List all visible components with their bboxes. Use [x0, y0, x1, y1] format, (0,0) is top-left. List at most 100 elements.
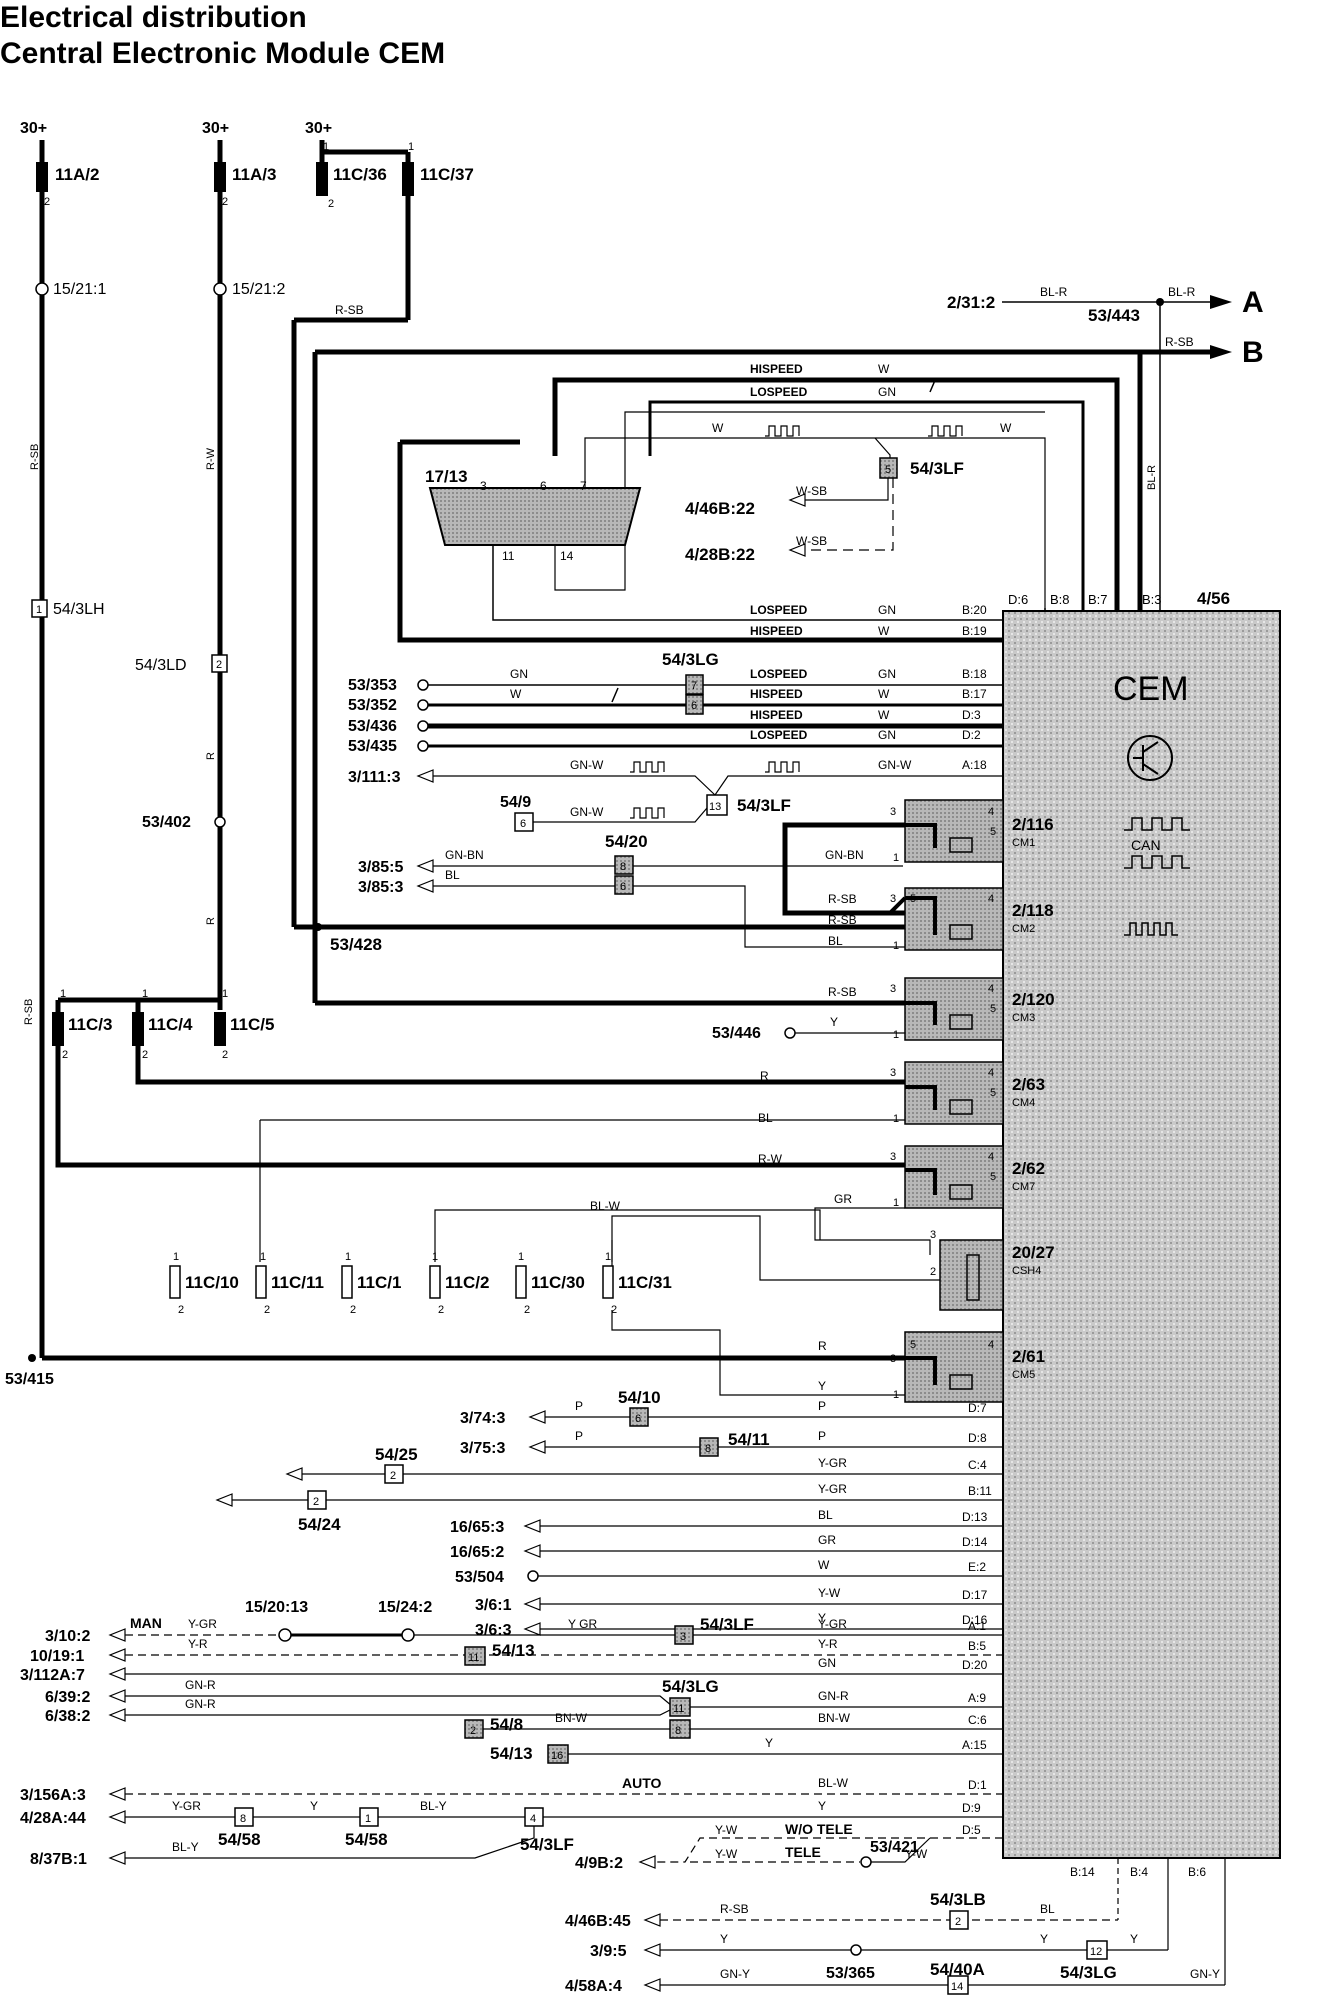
row-d2: 53/435 LOSPEED GN D:2 — [348, 728, 1003, 755]
bus-1-left: 4/46B:45 — [565, 1913, 631, 1930]
row-d16-left: 3/6:3 — [475, 1622, 512, 1639]
obd-pin-11: 11 — [502, 549, 515, 563]
row-a1-splice2: 15/24:2 — [378, 1599, 432, 1616]
row-5420: 54/20 3/85:5 GN-BN 8 GN-BN 3/85:3 BL 6 — [358, 832, 905, 948]
row-d9-relay1: 54/58 — [218, 1830, 261, 1849]
row-c4-relaypin: 2 — [390, 1470, 396, 1482]
cm-2-118-pin3: 3 — [890, 893, 896, 905]
row-d5-pin: D:5 — [962, 1823, 981, 1837]
svg-text:1: 1 — [222, 988, 228, 1000]
cm-2-62-sub: CM7 — [1012, 1181, 1035, 1193]
row-b11-pin: B:11 — [968, 1484, 992, 1498]
row-b18-pin: B:18 — [962, 667, 987, 681]
row-d9-relay2pin: 1 — [365, 1813, 371, 1825]
svg-text:1: 1 — [518, 1251, 524, 1263]
cm-2-63-id: 2/63 — [1012, 1075, 1045, 1094]
obd-pin-6: 6 — [540, 479, 547, 493]
row-a9-relaypin: 11 — [673, 1703, 684, 1715]
row-5420-out2-wire: BL — [445, 868, 460, 882]
cm-2-61-ground: 53/415 — [5, 1371, 54, 1388]
cm-2-120-pin1: 1 — [893, 1029, 899, 1041]
row-a1-splice1: 15/20:13 — [245, 1599, 308, 1616]
obd-out-1-wire: W-SB — [796, 484, 827, 498]
output-b: R-SB B R-SB — [312, 335, 1264, 1006]
row-b11-wire: Y-GR — [818, 1482, 847, 1496]
svg-text:1: 1 — [345, 1251, 351, 1263]
fuses-11c-row: 1 1 1 11C/3 11C/4 11C/5 2 2 2 — [52, 988, 905, 1262]
cem-pin-b7: B:7 — [1088, 592, 1108, 607]
row-b17-color: W — [878, 687, 890, 701]
fuse-11c-1: 11C/1 — [357, 1273, 401, 1292]
fuse-11c-5: 11C/5 — [230, 1015, 274, 1034]
row-d20-pin: D:20 — [962, 1658, 988, 1672]
row-c4-wire: Y-GR — [818, 1456, 847, 1470]
cem-pin-b14: B:14 — [1070, 1865, 1095, 1879]
row-b11-relay: 54/24 — [298, 1515, 341, 1534]
row-a15-relaypin: 16 — [551, 1750, 563, 1762]
row-c4-relay: 54/25 — [375, 1445, 418, 1464]
cm-2-61-sub: CM5 — [1012, 1369, 1035, 1381]
row-5420-pin2: 6 — [620, 881, 626, 893]
cem-top-pins: D:6 B:8 B:7 B:3 — [1008, 592, 1162, 607]
supply-1-splice: 15/21:1 — [53, 281, 106, 298]
output-a-wire: BL-R — [1040, 285, 1068, 299]
bus-1-wire2: BL — [1040, 1902, 1055, 1916]
svg-text:1: 1 — [408, 141, 414, 153]
row-d5-wire1: Y-W — [715, 1823, 738, 1837]
row-d7-wire: P — [818, 1399, 826, 1413]
row-d8-wire: P — [818, 1429, 826, 1443]
cem-pin-d6: D:6 — [1008, 592, 1028, 607]
cm-2-120-pin5: 5 — [990, 1003, 996, 1015]
cm-20-27-id: 20/27 — [1012, 1243, 1055, 1262]
row-b19-label: HISPEED — [750, 624, 803, 638]
row-a18-relaypin: 13 — [709, 801, 721, 813]
can-waveform-low — [1124, 855, 1190, 869]
cem-label: CEM — [1113, 670, 1189, 708]
row-6382-left: 6/38:2 — [45, 1708, 90, 1725]
row-a18-pin: A:18 — [962, 758, 987, 772]
output-a-splice: 53/443 — [1088, 306, 1140, 325]
row-d17-pin: D:17 — [962, 1588, 988, 1602]
cm-2-61: R Y 5 4 3 1 2/61 CM5 53/415 — [5, 1310, 1045, 1403]
row-d20-wire: GN — [818, 1656, 836, 1670]
row-d9-pin: D:9 — [962, 1801, 981, 1815]
svg-text:2: 2 — [438, 1304, 444, 1316]
row-a18-to: 3/111:3 — [348, 769, 401, 786]
relay-54-3lg-top-label: 54/3LG — [662, 650, 719, 669]
cm-2-62-pin5: 5 — [990, 1171, 996, 1183]
row-5420-out2: 3/85:3 — [358, 879, 403, 896]
svg-text:1: 1 — [323, 141, 329, 153]
row-d5-splice: 53/421 — [870, 1839, 919, 1856]
row-d3-src: 53/436 — [348, 718, 397, 735]
relay-54-3lf-top: 5 54/3LF 4/46B:22 W-SB 4/28B:22 W-SB — [685, 437, 964, 564]
row-d17-wire: Y-W — [818, 1586, 841, 1600]
row-a9-wire: GN-R — [818, 1689, 849, 1703]
row-c6-pin: C:6 — [968, 1713, 987, 1727]
output-a-id: A — [1242, 286, 1264, 319]
svg-text:2: 2 — [62, 1049, 68, 1061]
row-b17-label: HISPEED — [750, 687, 803, 701]
row-d8-leftwire: P — [575, 1429, 583, 1443]
cm-2-61-id: 2/61 — [1012, 1347, 1045, 1366]
cm-2-63-pin1: 1 — [893, 1113, 899, 1125]
row-549-relaypin: 6 — [520, 818, 526, 830]
row-d9-wy: Y — [310, 1799, 318, 1813]
row-e2-left: 53/504 — [455, 1569, 504, 1586]
obd-w-label-2: W — [1000, 421, 1012, 435]
svg-text:1: 1 — [432, 1251, 438, 1263]
cm-2-116: 3 4 5 1 2/116 CM1 — [782, 799, 1054, 916]
can-label: CAN — [1131, 837, 1161, 853]
cm-20-27-pin2: 2 — [930, 1266, 936, 1278]
row-b20-label: LOSPEED — [750, 603, 808, 617]
supply-2-fuse: 11A/3 — [232, 165, 276, 184]
obd-pin-14: 14 — [560, 549, 574, 563]
row-d9-wbly: BL-Y — [420, 1799, 447, 1813]
row-c6-relaypin2: 8 — [675, 1725, 681, 1737]
row-5420-out1-wire: GN-BN — [445, 848, 484, 862]
supply-1-relay: 54/3LH — [53, 601, 105, 618]
bus-2-wire: Y — [720, 1932, 728, 1946]
row-d5-wire3: Y-W — [905, 1847, 928, 1861]
row-5420-wirein: GN-BN — [825, 848, 864, 862]
row-b17-src: 53/352 — [348, 697, 397, 714]
svg-text:2: 2 — [44, 196, 50, 208]
